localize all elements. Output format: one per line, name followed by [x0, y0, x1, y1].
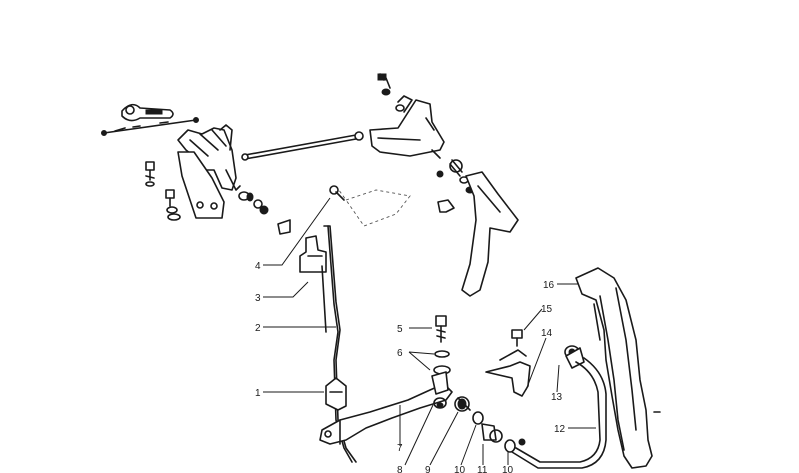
- cable-rod: [103, 119, 197, 134]
- callout-8: 8: [397, 465, 403, 473]
- callout-15: 15: [541, 304, 553, 315]
- bushing-washers: [454, 396, 526, 453]
- spring-clip: [121, 103, 174, 122]
- intermediate-lever: [369, 73, 445, 159]
- washers-nuts-center: [238, 191, 291, 235]
- accelerator-pedal-arm: [511, 357, 607, 469]
- bearing-block: [325, 377, 347, 411]
- connecting-rod: [241, 131, 364, 161]
- bolts-left: [145, 161, 181, 221]
- callout-1: 1: [255, 388, 261, 399]
- mounting-bracket: [485, 349, 531, 397]
- callout-16: 16: [543, 280, 555, 291]
- callout-9: 9: [425, 465, 431, 473]
- return-spring-bracket: [436, 159, 519, 297]
- callout-2: 2: [255, 323, 261, 334]
- bolt-washers-center: [431, 315, 451, 409]
- leader-lines: [263, 197, 596, 466]
- callout-13: 13: [551, 392, 563, 403]
- pedal-bracket: [177, 124, 241, 219]
- callout-5: 5: [397, 324, 403, 335]
- callout-4: 4: [255, 261, 261, 272]
- dashed-outline: [345, 189, 411, 227]
- small-screw: [511, 329, 523, 347]
- callout-10a: 10: [454, 465, 466, 473]
- callout-10b: 10: [502, 465, 514, 473]
- throttle-cable-assembly: [101, 103, 199, 136]
- ball-socket: [329, 185, 345, 201]
- rubber-bushing: [564, 345, 585, 369]
- callout-labels: 1 2 3 4 5 6 7 8 9 10 11 10 12 13 14 15 1…: [255, 261, 566, 473]
- pedal-pad: [575, 267, 653, 469]
- pull-rod: [321, 225, 357, 463]
- pedal-lever: [319, 383, 453, 445]
- callout-7: 7: [397, 443, 403, 454]
- callout-14: 14: [541, 328, 553, 339]
- callout-11: 11: [477, 465, 488, 473]
- pull-rod-clip: [299, 235, 327, 273]
- callout-3: 3: [255, 293, 261, 304]
- callout-6: 6: [397, 348, 403, 359]
- callout-12: 12: [554, 424, 566, 435]
